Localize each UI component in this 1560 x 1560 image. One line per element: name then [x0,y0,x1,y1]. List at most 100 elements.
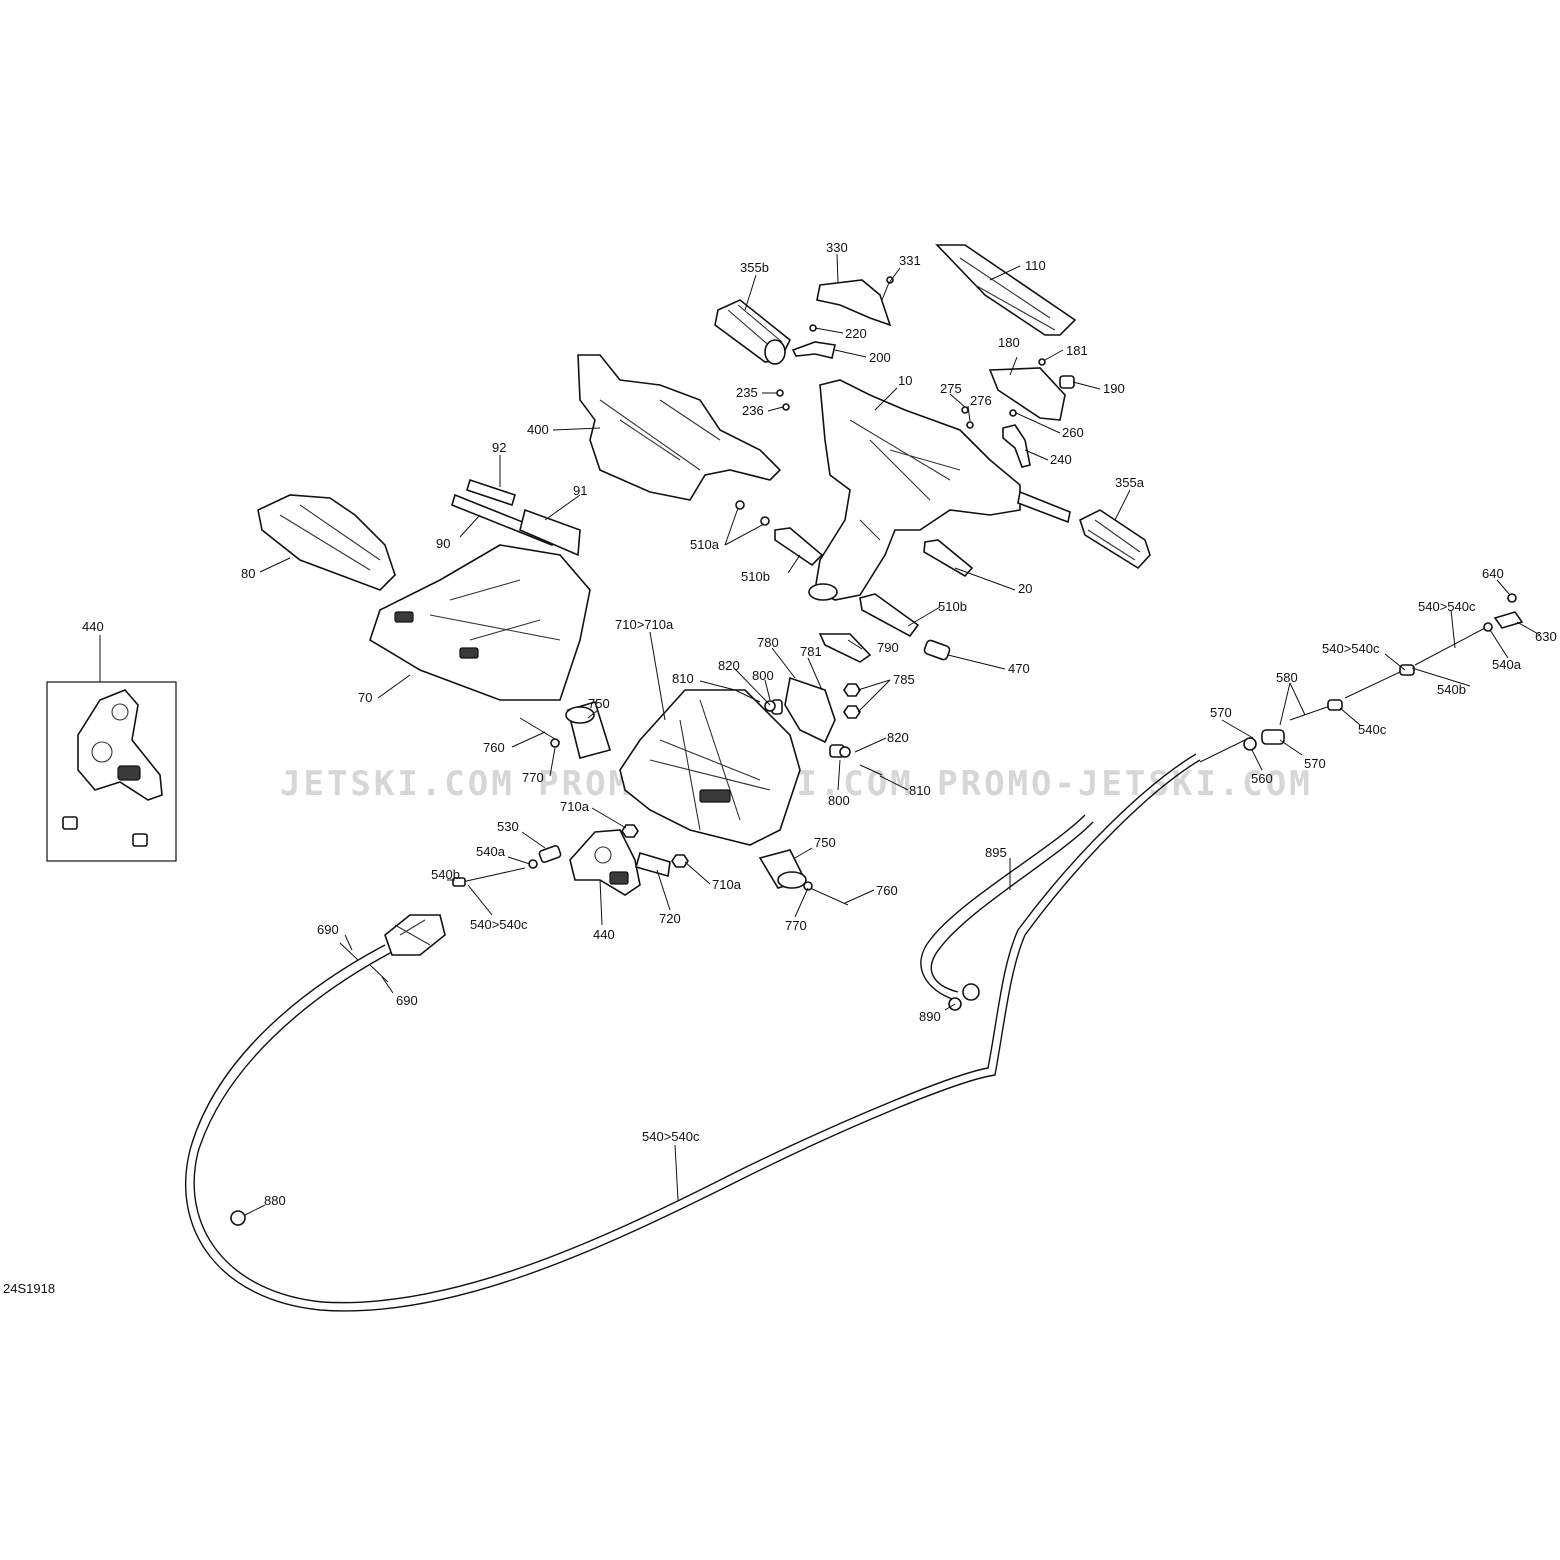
drawing-code: 24S1918 [3,1281,55,1296]
callout-80: 80 [241,566,255,581]
callout-540a-left: 540a [476,844,506,859]
callout-750-upper: 750 [588,696,610,711]
callout-781: 781 [800,644,822,659]
callout-810-lower: 810 [909,783,931,798]
callout-331: 331 [899,253,921,268]
callout-690-upper: 690 [317,922,339,937]
part-720 [635,852,671,878]
callout-640: 640 [1482,566,1504,581]
callout-800-upper: 800 [752,668,774,683]
callout-770-lower: 770 [785,918,807,933]
callout-510b-upper: 510b [741,569,770,584]
grip-355a [1079,509,1151,570]
callout-710-710a: 710>710a [615,617,674,632]
nuts-710a [621,824,689,868]
trim-20 [923,539,974,578]
clip-890 [948,983,980,1011]
callout-236: 236 [742,403,764,418]
callout-710a-upper: 710a [560,799,590,814]
callout-275: 275 [940,381,962,396]
cover-400 [577,354,782,501]
callout-355a: 355a [1115,475,1145,490]
detail-box-440 [46,681,177,862]
cover-110 [935,244,1077,336]
bracket-440-main [569,829,641,896]
callout-400: 400 [527,422,549,437]
callout-780: 780 [757,635,779,650]
callout-90: 90 [436,536,450,551]
callout-540c: 540c [1358,722,1387,737]
callout-540b-left: 540b [431,867,460,882]
leader-lines [99,253,1541,1216]
callout-235: 235 [736,385,758,400]
support-710 [619,689,801,846]
callout-440-detail: 440 [82,619,104,634]
bolts-810 [734,689,883,776]
callout-880: 880 [264,1193,286,1208]
callout-770-upper: 770 [522,770,544,785]
fitting-530 [528,844,562,869]
callout-820-upper: 820 [718,658,740,673]
callout-110: 110 [1025,258,1046,273]
handlebar-10 [808,379,1071,601]
callout-690-lower: 690 [396,993,418,1008]
strips-90-91-92 [451,478,581,557]
callout-540-540c-left: 540>540c [470,917,528,932]
callout-510a: 510a [690,537,720,552]
callout-800-lower: 800 [828,793,850,808]
bolts-690 [339,942,389,983]
callout-276: 276 [970,393,992,408]
screws-510a [735,500,770,526]
callout-560: 560 [1251,771,1273,786]
bracket-440-detail [62,689,163,847]
callout-labels: 330 331 110 355b 220 200 180 181 190 235… [82,240,1557,1208]
clip-880 [230,1210,246,1226]
callout-785: 785 [893,672,915,687]
callout-260: 260 [1062,425,1084,440]
bolts-760 [519,717,849,906]
callout-890: 890 [919,1009,941,1024]
callout-540a-right: 540a [1492,657,1522,672]
callout-540b-right: 540b [1437,682,1466,697]
hose-895 [920,814,1086,1001]
screw-331 [881,276,894,301]
callout-750-lower: 750 [814,835,836,850]
callout-220: 220 [845,326,867,341]
callout-181: 181 [1066,343,1088,358]
callout-820-lower: 820 [887,730,909,745]
cover-80 [257,494,396,591]
callout-760-upper: 760 [483,740,505,755]
bushing-750-upper [565,701,612,759]
callout-330: 330 [826,240,848,255]
cover-180 [988,358,1075,421]
callout-580: 580 [1276,670,1298,685]
callout-440-main: 440 [593,927,615,942]
trim-790 [818,633,872,663]
callout-710a-lower: 710a [712,877,742,892]
cover-330 [816,279,892,327]
part-470 [923,639,951,661]
callout-200: 200 [869,350,891,365]
callout-790: 790 [877,640,899,655]
lever-200 [791,324,836,359]
bracket-510b [774,527,920,638]
callout-540-540c-mid: 540>540c [1322,641,1380,656]
callout-760-lower: 760 [876,883,898,898]
grip-355b [714,299,792,365]
callout-92: 92 [492,440,506,455]
glovebox-70 [369,544,591,701]
callout-355b: 355b [740,260,769,275]
cable-end-left [384,867,526,956]
callout-470: 470 [1008,661,1030,676]
callout-540-540c-top: 540>540c [1418,599,1476,614]
bushing-750-lower [758,849,807,889]
callout-10: 10 [898,373,912,388]
callout-510b-lower: 510b [938,599,967,614]
callout-570-lower: 570 [1304,756,1326,771]
callout-895: 895 [985,845,1007,860]
callout-190: 190 [1103,381,1125,396]
lever-240 [1002,409,1031,468]
callout-630: 630 [1535,629,1557,644]
callout-530: 530 [497,819,519,834]
